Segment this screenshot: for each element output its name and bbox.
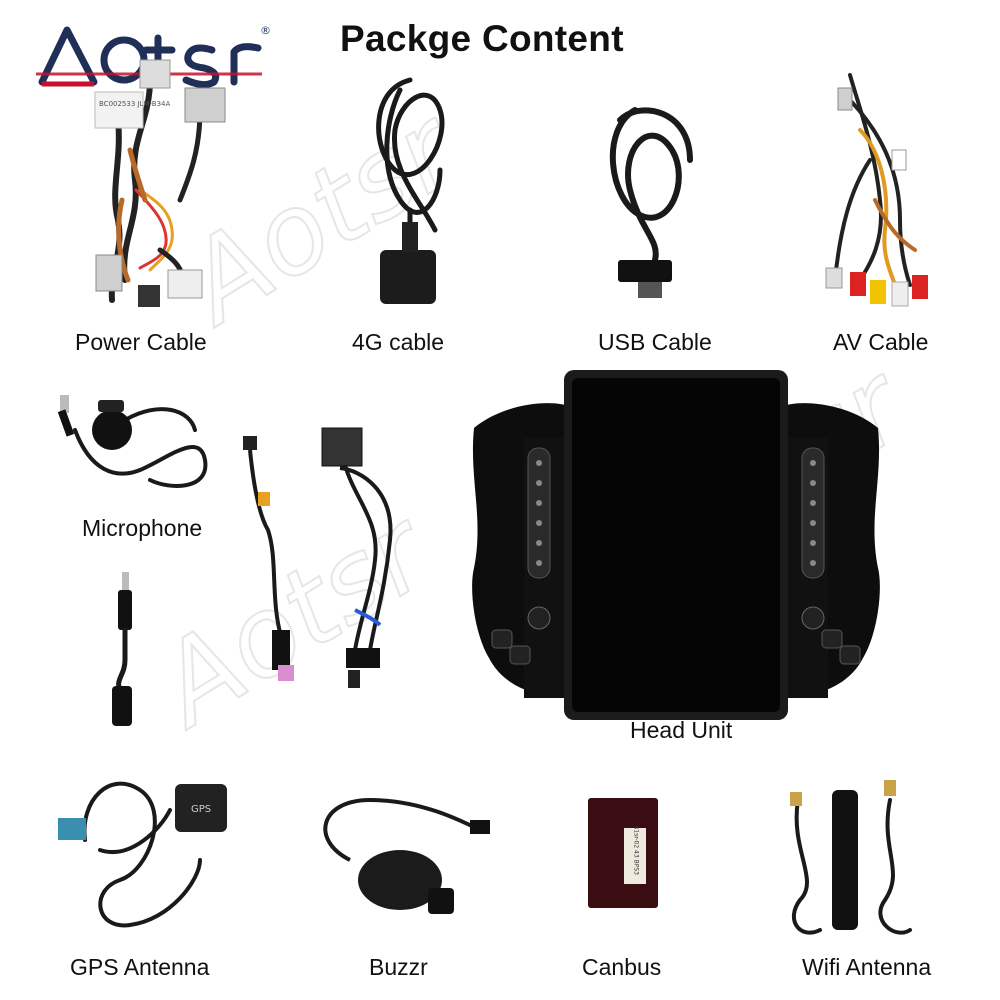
item-label-wifi-antenna: Wifi Antenna: [802, 954, 932, 980]
item-label-head-unit: Head Unit: [630, 717, 733, 743]
item-label-av-cable: AV Cable: [833, 329, 929, 355]
brand-logo: ®: [22, 14, 282, 104]
page-title: Packge Content: [340, 18, 624, 59]
gps-module-marking: GPS: [191, 804, 211, 815]
item-label-buzzr: Buzzr: [369, 954, 428, 980]
head-unit-image: [464, 368, 888, 722]
registered-mark: ®: [260, 24, 271, 37]
item-label-4g-cable: 4G cable: [352, 329, 445, 355]
item-label-usb-cable: USB Cable: [598, 329, 712, 355]
power-cable-tag: BC002533 JLM-B34A: [99, 100, 171, 108]
item-label-canbus: Canbus: [582, 954, 662, 980]
item-label-microphone: Microphone: [82, 515, 203, 541]
item-label-gps-antenna: GPS Antenna: [70, 954, 210, 980]
canbus-box-image: 41sr-02 43 BPS3: [588, 798, 658, 908]
item-label-power-cable: Power Cable: [75, 329, 207, 355]
